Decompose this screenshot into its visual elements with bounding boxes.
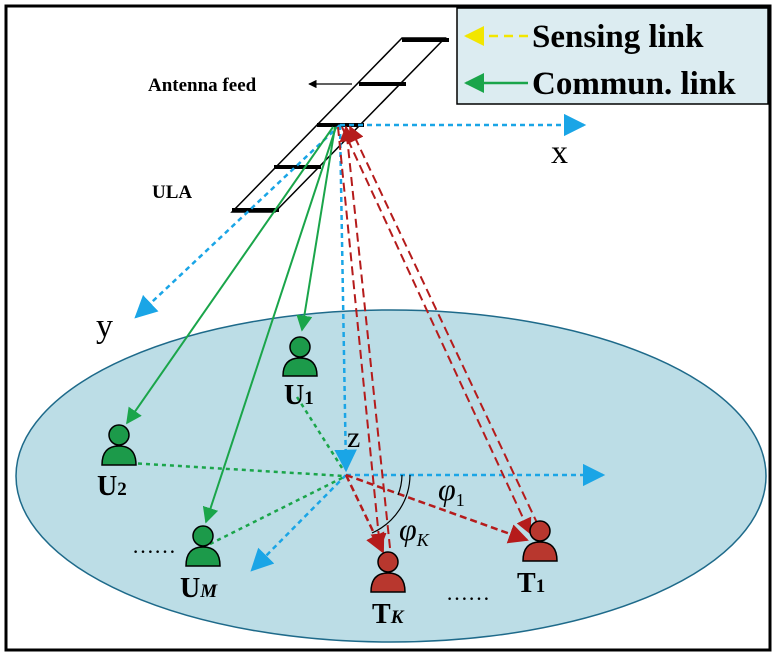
ula-label: ULA — [152, 182, 192, 203]
legend-box — [456, 7, 769, 105]
antenna-feed-label: Antenna feed — [148, 75, 257, 96]
ground-link-um — [209, 475, 345, 546]
z-axis-label: z — [347, 421, 360, 454]
sensing-out-tk — [337, 126, 387, 550]
y-axis — [134, 124, 341, 319]
commun-link-u2 — [126, 126, 334, 425]
user-icon-u1 — [282, 336, 318, 377]
array-axes — [134, 113, 587, 473]
legend-commun-label: Commun. link — [532, 66, 736, 102]
angle-arc-phi1 — [397, 474, 403, 496]
users-ellipsis: …… — [132, 533, 176, 558]
angle-label-phi1: φ1 — [438, 471, 465, 510]
user-label-u1: U1 — [284, 380, 314, 411]
target-icon-tk — [370, 551, 406, 593]
sensing-back-t1 — [348, 125, 539, 526]
z-axis — [334, 124, 357, 473]
angle-arc-phik — [371, 474, 411, 534]
angle-label-phik: φK — [399, 511, 430, 550]
user-label-um: UM — [180, 573, 218, 604]
legend: Sensing link Commun. link — [456, 7, 769, 105]
commun-links — [126, 126, 337, 524]
target-label-t1: T1 — [517, 568, 545, 599]
ground-axes — [250, 463, 606, 572]
sensing-back-tk — [339, 125, 391, 549]
ground-target-links — [344, 473, 529, 554]
user-label-u2: U2 — [97, 471, 127, 502]
ground-link-t1 — [345, 473, 529, 544]
user-icon-u2 — [101, 424, 137, 466]
ground-user-links — [129, 396, 346, 546]
targets-ellipsis: …… — [446, 580, 490, 605]
target-icon-t1 — [522, 520, 558, 562]
commun-link-um — [202, 126, 337, 524]
ground-y-axis — [250, 474, 347, 572]
user-icon-um — [185, 525, 221, 567]
sensing-links — [337, 125, 539, 550]
ground-link-tk — [344, 474, 385, 554]
ground-link-u1 — [295, 396, 346, 472]
target-label-tk: TK — [372, 599, 405, 630]
commun-link-u1 — [296, 126, 336, 332]
x-axis-label: x — [551, 134, 568, 171]
ground-link-u2 — [129, 461, 345, 478]
legend-sensing-label: Sensing link — [532, 19, 704, 55]
y-axis-label: y — [96, 308, 113, 345]
sensing-out-t1 — [341, 126, 532, 535]
